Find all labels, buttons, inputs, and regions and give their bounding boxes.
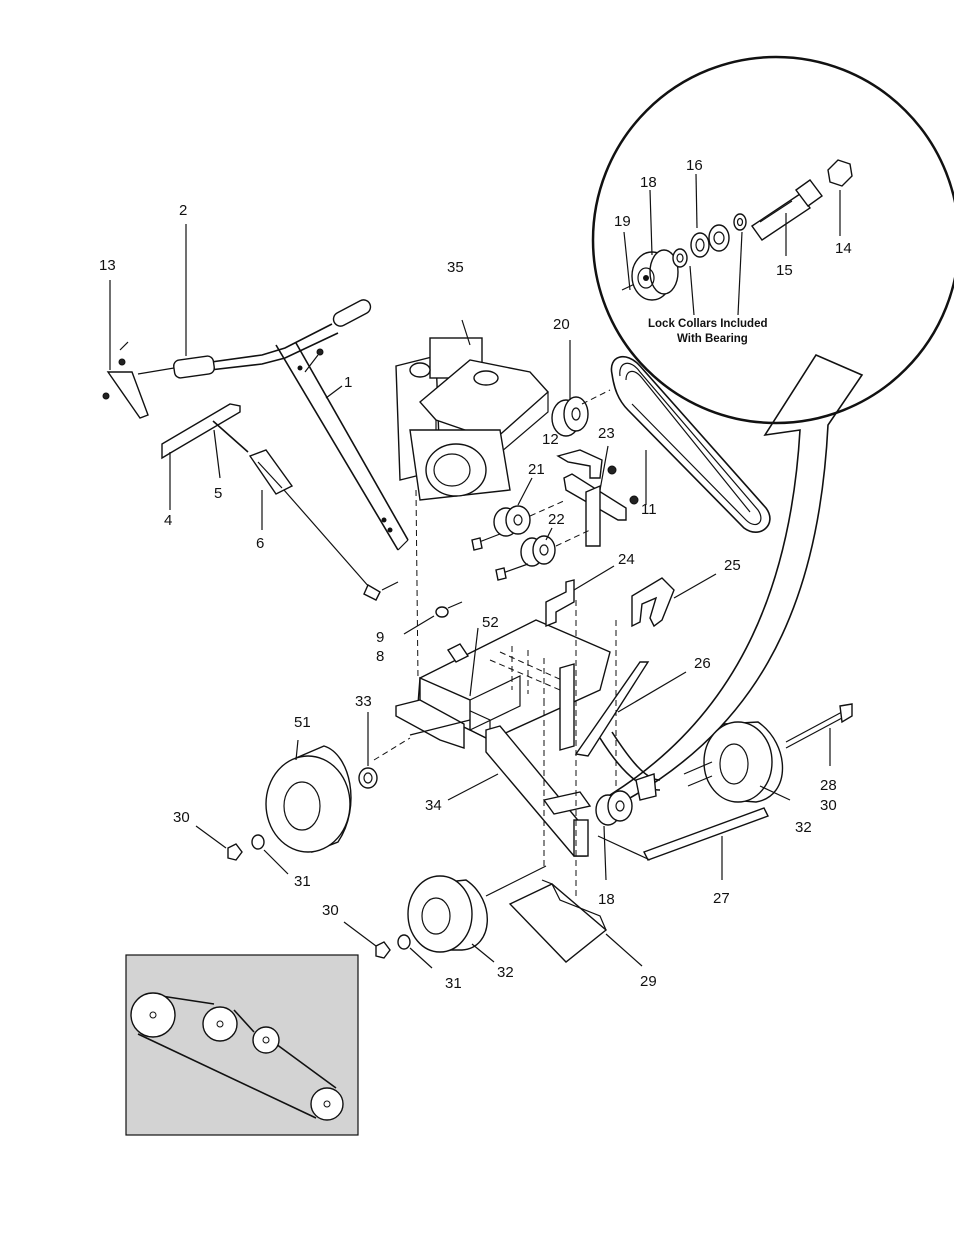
note-lock-collars: Lock Collars Included [648, 318, 768, 330]
callout-21: 21 [528, 461, 545, 478]
callout-18-lower: 18 [598, 891, 615, 908]
callout-1: 1 [344, 374, 352, 391]
callout-4: 4 [164, 512, 172, 529]
callout-18-detail: 18 [640, 174, 657, 191]
callout-30-left: 30 [173, 809, 190, 826]
callout-30-front: 30 [322, 902, 339, 919]
wheel-51 [196, 712, 377, 874]
callout-26: 26 [694, 655, 711, 672]
belt-routing-inset [126, 955, 358, 1135]
callout-19: 19 [614, 213, 631, 230]
callout-52: 52 [482, 614, 499, 631]
callout-27: 27 [713, 890, 730, 907]
wheel-32-right [596, 704, 852, 880]
callout-34: 34 [425, 797, 442, 814]
note-with-bearing: With Bearing [677, 333, 748, 345]
callout-51: 51 [294, 714, 311, 731]
callout-6: 6 [256, 535, 264, 552]
callout-11: 11 [641, 501, 657, 518]
callout-35: 35 [447, 259, 464, 276]
callout-14: 14 [835, 240, 852, 257]
callout-32-front: 32 [497, 964, 514, 981]
callout-31-front: 31 [445, 975, 462, 992]
callout-32-right: 32 [795, 819, 812, 836]
callout-20: 20 [553, 316, 570, 333]
callout-33: 33 [355, 693, 372, 710]
callout-22: 22 [548, 511, 565, 528]
callout-23: 23 [598, 425, 615, 442]
pulley-assembly-detail [593, 57, 954, 423]
callout-12: 12 [542, 431, 559, 448]
callout-9: 9 [376, 629, 384, 646]
callout-28: 28 [820, 777, 837, 794]
callout-24: 24 [618, 551, 635, 568]
wheel-32-front [344, 866, 642, 968]
callout-29: 29 [640, 973, 657, 990]
callout-30-right: 30 [820, 797, 837, 814]
callout-15: 15 [776, 262, 793, 279]
callout-8: 8 [376, 648, 384, 665]
callout-2: 2 [179, 202, 187, 219]
callout-16: 16 [686, 157, 703, 174]
callout-5: 5 [214, 485, 222, 502]
callout-31-left: 31 [294, 873, 311, 890]
callout-25: 25 [724, 557, 741, 574]
callout-13: 13 [99, 257, 116, 274]
